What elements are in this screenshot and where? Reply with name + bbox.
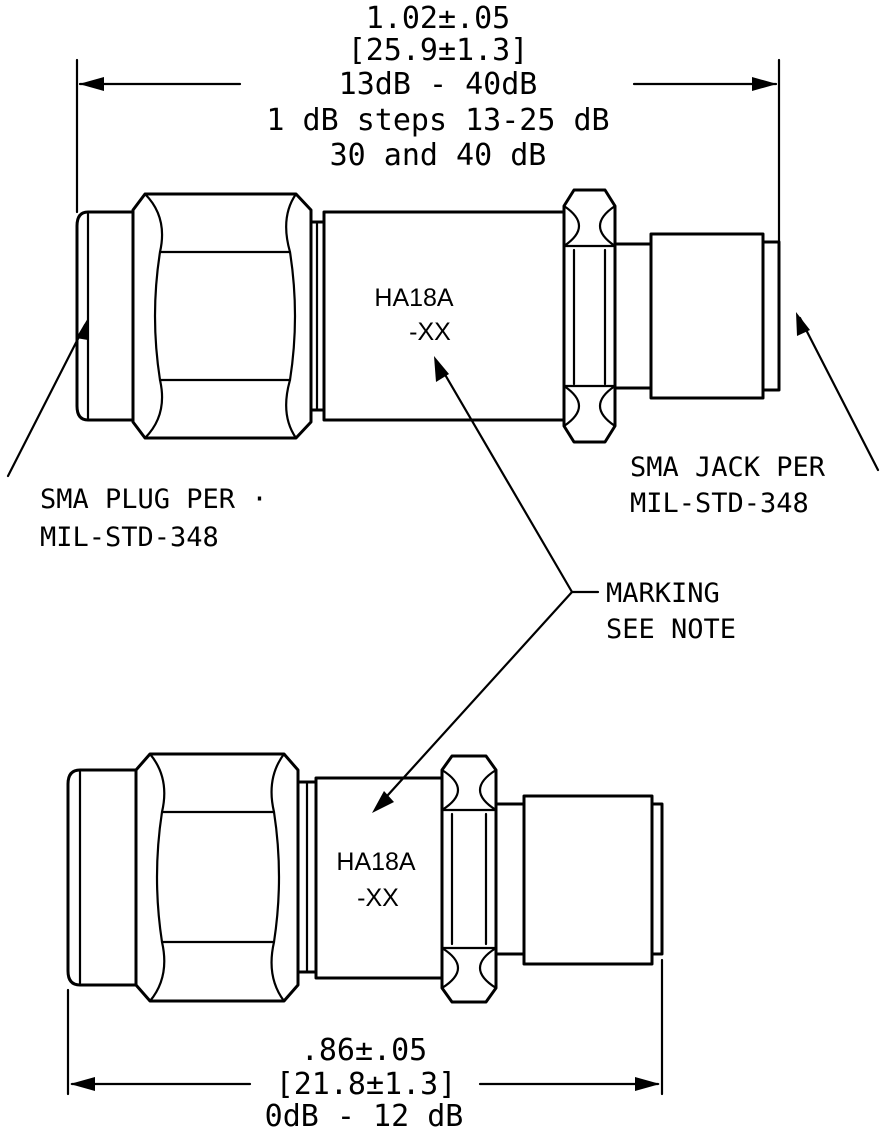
- bottom-plug-hex-face: [148, 752, 166, 1003]
- top-plug-hex-nut: [131, 192, 313, 440]
- bottom-arrowhead-left: [70, 1077, 95, 1091]
- jack-leader-line: [798, 316, 880, 472]
- bottom-jack-hex-face: [440, 768, 498, 990]
- jack-leader-arrowhead: [796, 312, 810, 336]
- top-dim-range: 13dB - 40dB: [339, 67, 538, 102]
- plug-leader-line: [6, 323, 87, 478]
- top-jack-hex-face: [562, 204, 617, 428]
- bottom-dim-inch: .86±.05: [301, 1033, 427, 1068]
- top-dim-inch: 1.02±.05: [366, 1, 511, 36]
- marking-label-line2: SEE NOTE: [606, 614, 736, 645]
- top-jack-hex-nut: [562, 188, 617, 444]
- top-body: [322, 210, 566, 422]
- bottom-jack-thread: [522, 794, 654, 966]
- top-jack-end-face: [761, 240, 781, 392]
- bottom-plug-hex-face-right: [270, 752, 286, 1003]
- jack-leader: [796, 312, 880, 472]
- bottom-plug-hex-nut: [134, 752, 300, 1003]
- marking-label-line1: MARKING: [606, 578, 720, 609]
- top-arrowhead-right: [752, 77, 777, 91]
- bottom-dimension: .86±.05 [21.8±1.3] 0dB - 12 dB: [66, 958, 664, 1132]
- plug-leader-arrowhead: [76, 318, 88, 340]
- top-marking-line2: -XX: [409, 318, 451, 346]
- top-jack-collar: [613, 242, 653, 390]
- top-plug-ring: [75, 210, 135, 422]
- plug-leader: [6, 318, 88, 478]
- top-dim-mm: [25.9±1.3]: [348, 33, 529, 68]
- bottom-jack-hex-nut: [440, 754, 498, 1004]
- top-marking-line1: HA18A: [374, 284, 454, 312]
- plug-label-line2: MIL-STD-348: [40, 522, 219, 553]
- marking-leader-to-bottom: [376, 590, 574, 808]
- top-plug-hex-face: [143, 192, 164, 440]
- bottom-plug-ring: [66, 768, 138, 987]
- bottom-jack-collar: [494, 802, 526, 956]
- top-dim-steps: 1 dB steps 13-25 dB: [266, 103, 609, 138]
- marking-arrowhead-bottom: [372, 791, 394, 813]
- marking-arrowhead-top: [434, 356, 449, 382]
- jack-label-line2: MIL-STD-348: [630, 488, 809, 519]
- bottom-marking-line2: -XX: [357, 884, 399, 912]
- bottom-jack-end-face: [650, 802, 664, 956]
- top-jack-thread: [649, 232, 765, 400]
- top-dimension: 1.02±.05 [25.9±1.3] 13dB - 40dB 1 dB ste…: [75, 1, 781, 244]
- bottom-dim-range: 0dB - 12 dB: [265, 1099, 464, 1132]
- top-attenuator: HA18A -XX: [75, 188, 781, 444]
- top-plug-hex-face-right: [285, 192, 298, 440]
- top-arrowhead-left: [79, 77, 104, 91]
- marking-leader-to-top: [438, 364, 574, 594]
- bottom-arrowhead-right: [635, 1077, 660, 1091]
- bottom-dim-mm: [21.8±1.3]: [276, 1067, 457, 1102]
- marking-leader: [372, 356, 600, 813]
- top-dim-extra: 30 and 40 dB: [330, 138, 547, 173]
- bottom-attenuator: HA18A -XX: [66, 752, 664, 1004]
- plug-label-line1: SMA PLUG PER ·: [40, 484, 268, 515]
- bottom-marking-line1: HA18A: [336, 848, 416, 876]
- jack-label-line1: SMA JACK PER: [630, 452, 826, 483]
